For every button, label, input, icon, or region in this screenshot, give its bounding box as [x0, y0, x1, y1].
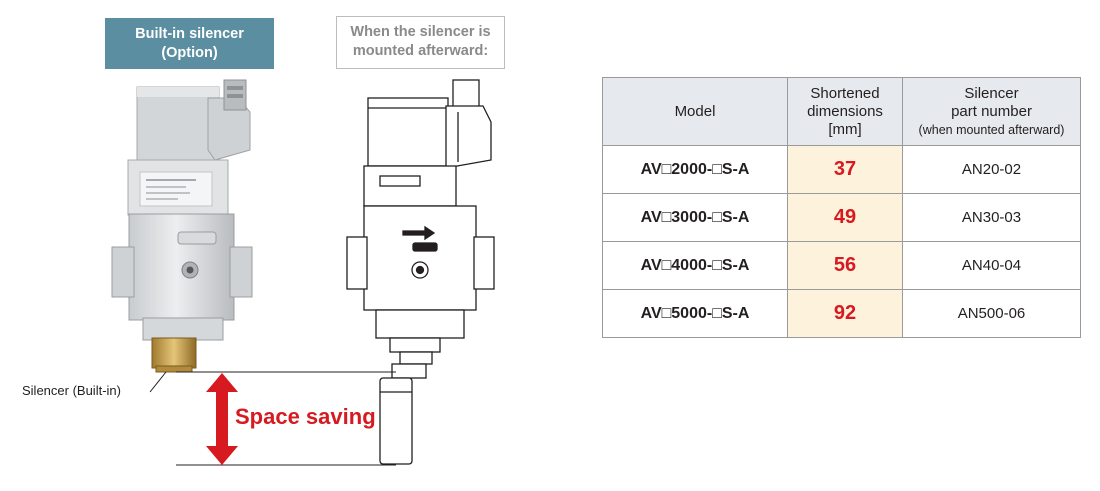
table-row: AV□2000-□S-A 37 AN20-02 — [602, 145, 1081, 194]
header-model: Model — [602, 77, 788, 146]
part-number-cell: AN40-04 — [902, 241, 1081, 290]
space-saving-label: Space saving — [235, 404, 376, 429]
model-cell: AV□2000-□S-A — [602, 145, 788, 194]
space-saving-arrow — [206, 373, 238, 465]
model-cell: AV□3000-□S-A — [602, 193, 788, 242]
built-in-silencer-label-line1: Built-in silencer — [135, 26, 244, 42]
header-silencer-part-number: Silencer part number (when mounted after… — [902, 77, 1081, 146]
dimension-cell: 37 — [787, 145, 903, 194]
valve-comparison-illustration — [111, 79, 495, 466]
built-in-silencer-label-line2: (Option) — [161, 45, 218, 61]
built-in-silencer-label: Built-in silencer (Option) — [105, 18, 274, 69]
header-shortened-dimensions: Shortened dimensions [mm] — [787, 77, 903, 146]
model-cell: AV□4000-□S-A — [602, 241, 788, 290]
part-number-cell: AN500-06 — [902, 289, 1081, 338]
silencer-spec-table: Model Shortened dimensions [mm] Silencer… — [602, 77, 1081, 338]
header-part-line2: part number — [951, 102, 1032, 120]
part-number-cell: AN20-02 — [902, 145, 1081, 194]
mounted-afterward-label-line1: When the silencer is — [350, 24, 491, 40]
dimension-cell: 49 — [787, 193, 903, 242]
header-dim-line2: dimensions — [807, 102, 883, 120]
valve-with-built-in-silencer — [111, 79, 253, 373]
mounted-afterward-label-line2: mounted afterward: — [352, 43, 489, 59]
dimension-cell: 56 — [787, 241, 903, 290]
header-part-line1: Silencer — [964, 84, 1019, 102]
dimension-cell: 92 — [787, 289, 903, 338]
header-part-note: (when mounted afterward) — [918, 122, 1065, 137]
silencer-callout-label: Silencer (Built-in) — [22, 383, 121, 398]
table-row: AV□5000-□S-A 92 AN500-06 — [602, 289, 1081, 338]
valve-with-external-silencer — [346, 79, 495, 465]
table-row: AV□4000-□S-A 56 AN40-04 — [602, 241, 1081, 290]
silencer-callout-leader — [149, 371, 167, 393]
header-dim-line1: Shortened — [810, 84, 880, 102]
table-header-row: Model Shortened dimensions [mm] Silencer… — [602, 77, 1081, 146]
part-number-cell: AN30-03 — [902, 193, 1081, 242]
table-row: AV□3000-□S-A 49 AN30-03 — [602, 193, 1081, 242]
mounted-afterward-label: When the silencer is mounted afterward: — [336, 16, 505, 69]
model-cell: AV□5000-□S-A — [602, 289, 788, 338]
header-dim-unit: [mm] — [828, 120, 862, 138]
